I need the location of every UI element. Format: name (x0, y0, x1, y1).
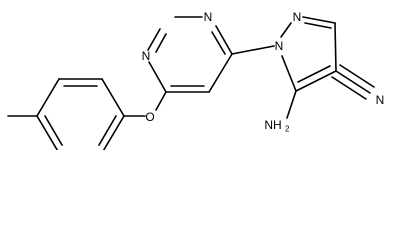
bond-benzene-1 (36, 78, 60, 117)
atom-label-n-pyrazole-sub: N (275, 39, 284, 53)
atom-label-n-pyrimidine-mid: N (142, 49, 151, 63)
molecule-structure: N N O N N NH 2 N (7, 10, 385, 150)
atom-label-nitrile-n: N (376, 93, 385, 107)
atom-label-amine: NH (264, 118, 281, 132)
bond-pyrazole-n1-n2 (280, 22, 292, 38)
atom-label-oxygen: O (145, 110, 154, 124)
bond-pyrazole-c4-c5-inner (297, 65, 331, 83)
bond-oxygen-pyrimidine (155, 91, 167, 111)
bond-pyrimidine-pyrazole (231, 45, 275, 55)
molecule-bonds (7, 16, 375, 150)
bond-benzene-3 (101, 78, 125, 117)
bond-pyrazole-c5-n1 (281, 55, 297, 92)
bond-pyrazole-c3-inner (304, 22, 332, 29)
bond-pyrimidine-6 (148, 61, 167, 93)
bond-nitrile-3 (331, 76, 367, 100)
molecule-atoms: N N O N N NH 2 N (142, 10, 385, 134)
bond-benzene-4 (102, 115, 125, 150)
atom-label-n-pyrazole-top: N (293, 10, 302, 24)
bond-benzene-inner-2 (98, 115, 117, 146)
bond-pyrazole-c3-c4 (334, 22, 337, 72)
bond-pyrazole-c4-c5 (295, 70, 337, 92)
bond-pyrimidine-3-inner (211, 31, 226, 55)
molecule-canvas: N N O N N NH 2 N (7, 10, 385, 150)
bond-benzene-inner-3 (44, 115, 63, 146)
bond-amine (286, 90, 297, 119)
bond-pyrimidine-5 (147, 28, 161, 51)
bond-nitrile-2 (339, 64, 375, 88)
bond-pyrazole-n2-c3 (302, 16, 336, 24)
bond-pyrimidine-2 (208, 53, 233, 93)
bond-pyrimidine-5-inner (155, 33, 167, 53)
bond-benzene-6 (36, 115, 59, 150)
atom-label-n-pyrimidine-top: N (204, 10, 213, 24)
atom-label-amine-subscript: 2 (285, 125, 290, 134)
bond-pyrimidine-3 (215, 25, 233, 55)
bond-nitrile-1 (335, 70, 371, 94)
